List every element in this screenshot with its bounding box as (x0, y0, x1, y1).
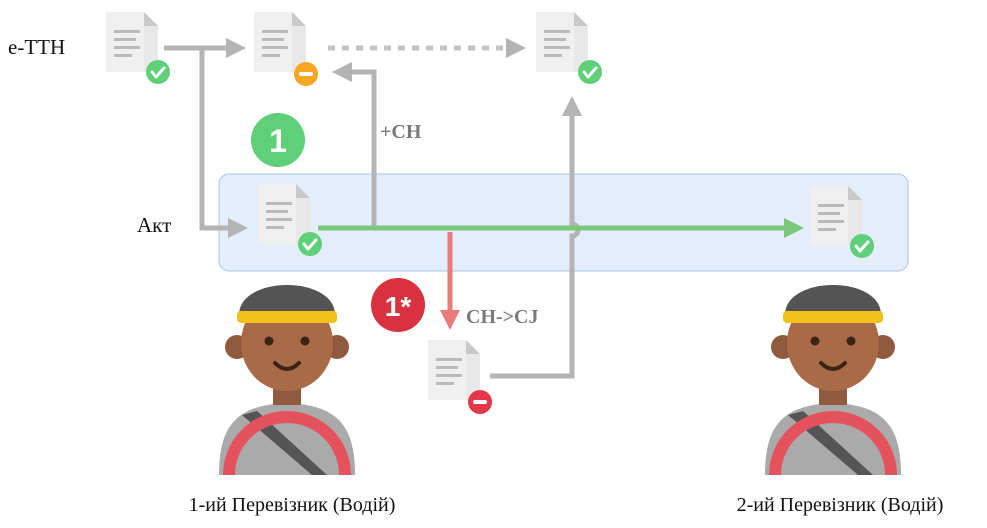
approved-check-icon (848, 232, 876, 260)
approved-check-icon (576, 58, 604, 86)
step-1-badge: 1 (251, 113, 305, 167)
second-driver-caption: 2-ий Перевізник (Водій) (737, 494, 944, 516)
ettn-modified-document (254, 12, 318, 86)
correction-document (428, 340, 492, 414)
add-sn-arrow (332, 62, 377, 228)
approved-check-icon (296, 230, 324, 258)
step-1-star-badge: 1* (371, 278, 425, 332)
act-band (218, 173, 909, 272)
add-sn-label: +СН (380, 121, 422, 143)
ettn-original-document (106, 12, 172, 86)
ettn-to-akt-arrow (199, 48, 248, 238)
first-driver-caption: 1-ий Перевізник (Водій) (189, 494, 396, 516)
approved-check-icon (144, 58, 172, 86)
akt-row-label: Акт (137, 213, 171, 237)
second-driver-avatar (765, 285, 901, 475)
ettn-row-label: е-ТТН (8, 35, 65, 59)
step-1-label: 1 (269, 123, 287, 159)
step-1-star-label: 1* (385, 291, 412, 322)
first-driver-avatar (219, 285, 355, 475)
pending-minus-icon (294, 62, 318, 86)
correction-to-ettn-arrow (490, 96, 582, 379)
change-sn-label: СН->СJ (466, 306, 539, 328)
rejected-minus-icon (468, 390, 492, 414)
ettn-final-document (536, 12, 604, 86)
